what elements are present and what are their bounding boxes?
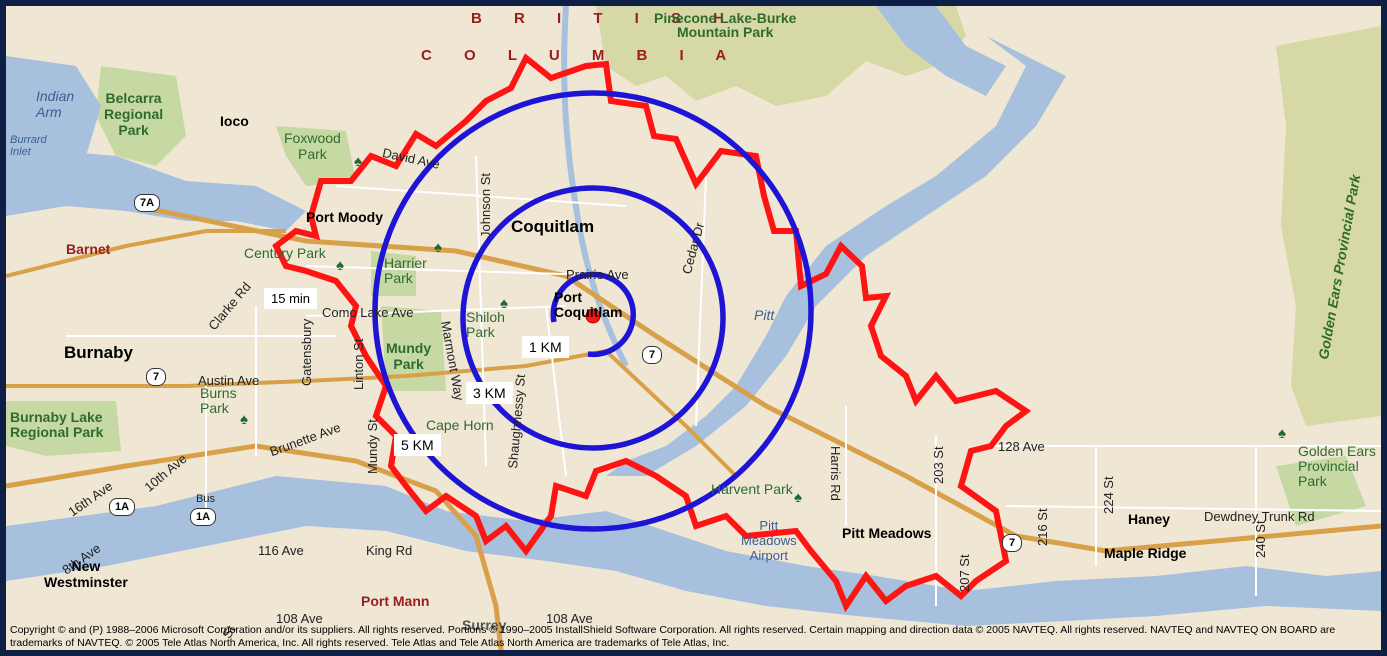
tree-icon: ♠ [1278, 425, 1286, 442]
port-mann-label: Port Mann [361, 593, 430, 609]
tree-icon: ♠ [500, 295, 508, 312]
burrard-inlet-water [6, 146, 306, 231]
st-240-label: 240 St [1253, 520, 1268, 558]
highway-shield-7-pitt: 7 [1002, 534, 1022, 552]
st-216-label: 216 St [1035, 508, 1050, 546]
st-207-label: 207 St [957, 554, 972, 592]
distance-label-3km: 3 KM [466, 382, 513, 404]
harvent-park-label: Harvent Park [711, 481, 793, 497]
golden-ears-park-area [1276, 26, 1381, 426]
province-label-2: C O L U M B I A [421, 47, 741, 64]
mary-hill-road [604, 349, 738, 478]
haney-label: Haney [1128, 511, 1171, 527]
johnson-st-label: Johnson St [478, 172, 493, 238]
bus-label: Bus [196, 493, 215, 505]
pitt-meadows-label: Pitt Meadows [842, 525, 932, 541]
burnaby-label: Burnaby [64, 343, 133, 362]
tree-icon: ♠ [336, 257, 344, 274]
mundy-st-label: Mundy St [365, 419, 380, 474]
ioco-label: Ioco [220, 113, 249, 129]
barnet-label: Barnet [66, 241, 111, 257]
coquitlam-river [561, 6, 629, 368]
lougheed-road [6, 349, 607, 388]
tree-icon: ♠ [434, 239, 442, 256]
distance-label-5km: 5 KM [394, 434, 441, 456]
maple-ridge-label: Maple Ridge [1104, 545, 1187, 561]
foxwood-park-area [276, 126, 356, 186]
prairie-ave-label: Prairie Ave [566, 267, 629, 282]
fraser-river-water [6, 476, 1381, 626]
coquitlam-label: Coquitlam [511, 217, 595, 236]
province-label-1: B R I T I S H [471, 10, 739, 27]
burnaby-lake-park-area [6, 401, 121, 456]
drive-time-label: 15 min [264, 288, 318, 309]
pinecone-park-area [596, 6, 966, 106]
highway-shield-1a-a: 1A [109, 498, 135, 516]
highway-shield-7a: 7A [134, 194, 160, 212]
belcarra-park-area [96, 66, 186, 166]
mundy-park-area [381, 306, 446, 391]
century-park-label: Century Park [244, 245, 326, 261]
distance-label-1km: 1 KM [522, 336, 569, 358]
tree-icon: ♠ [240, 411, 248, 428]
como-lake-ave-label: Como Lake Ave [322, 305, 414, 320]
map-canvas[interactable] [6, 6, 1381, 650]
minor-road-1 [66, 155, 1381, 606]
barnet-road [6, 229, 286, 278]
harris-rd-label: Harris Rd [828, 446, 843, 501]
dewdney-trunk-label: Dewdney Trunk Rd [1204, 509, 1315, 524]
copyright-notice: Copyright © and (P) 1988–2006 Microsoft … [10, 624, 1336, 649]
st-203-label: 203 St [931, 446, 946, 484]
drive-time-zone[interactable] [272, 53, 1032, 613]
gatensbury-label: Gatensbury [299, 318, 314, 386]
center-point[interactable] [585, 308, 601, 324]
pitt-river-label: Pitt [754, 307, 775, 323]
ring-3km[interactable] [460, 185, 726, 451]
ave-128-label: 128 Ave [998, 439, 1045, 454]
ring-5km[interactable] [372, 90, 814, 532]
linton-st-label: Linton St [351, 338, 366, 390]
highway-shield-7-west: 7 [146, 368, 166, 386]
pitt-river-north [876, 6, 1006, 96]
highway-shield-1a-b: 1A [190, 508, 216, 526]
ring-1km[interactable] [550, 271, 636, 358]
golden-ears-park-small [1276, 456, 1366, 526]
ave-108-label-b: 108 Ave [546, 611, 593, 626]
tree-icon: ♠ [354, 153, 362, 170]
cape-horn-label: Cape Horn [426, 417, 494, 433]
tree-icon: ♠ [794, 489, 802, 506]
king-rd-label: King Rd [366, 543, 413, 558]
austin-ave-label: Austin Ave [198, 373, 260, 388]
highway-shield-7-east: 7 [642, 346, 662, 364]
st-224-label: 224 St [1101, 476, 1116, 514]
port-moody-label: Port Moody [306, 209, 383, 225]
ave-116-label: 116 Ave [258, 543, 304, 558]
surrey-label: Surrey [462, 617, 507, 633]
ave-108-label-a: 108 Ave [276, 611, 323, 626]
